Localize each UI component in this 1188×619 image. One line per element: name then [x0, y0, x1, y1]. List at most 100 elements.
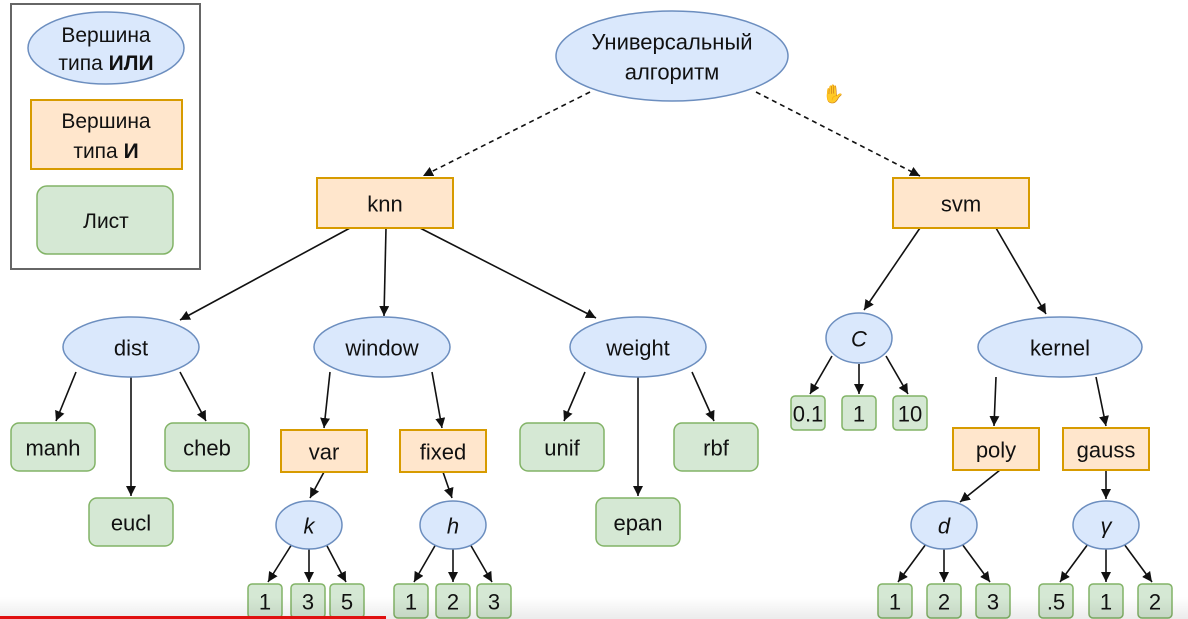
video-progress-bar[interactable]: [0, 616, 387, 619]
edge-30: [897, 543, 927, 583]
node-label-gamma: γ: [1101, 514, 1114, 539]
node-label-epan: epan: [614, 511, 663, 536]
node-label-unif: unif: [544, 436, 580, 461]
node-label-h2: 2: [447, 590, 459, 615]
node-c10: [892, 395, 928, 431]
node-window: [313, 316, 451, 378]
legend-and-node: [30, 99, 183, 170]
node-label-h: h: [447, 514, 459, 539]
node-c01: [790, 395, 826, 431]
edge-32: [961, 543, 991, 583]
node-d1: [877, 583, 913, 619]
node-k: [275, 500, 343, 550]
legend-or-node: [27, 11, 185, 85]
node-label-var: var: [309, 440, 340, 465]
node-d3: [975, 583, 1011, 619]
node-kernel: [977, 316, 1143, 378]
node-label-C: C: [851, 327, 867, 352]
node-g05: [1038, 583, 1074, 619]
node-gamma: [1072, 500, 1140, 550]
node-label-svm: svm: [941, 192, 981, 217]
edge-33: [1059, 543, 1089, 583]
node-label-kernel: kernel: [1030, 336, 1090, 361]
legend-and-line2: типа И: [73, 140, 138, 163]
edge-29: [469, 543, 493, 583]
node-label-weight: weight: [605, 336, 670, 361]
node-svm: [892, 177, 1030, 229]
node-label-g1: 1: [1100, 590, 1112, 615]
legend-or-line2a: типа: [58, 52, 108, 75]
node-label-gauss: gauss: [1077, 438, 1136, 463]
node-label-eucl: eucl: [111, 511, 151, 536]
node-label-rbf: rbf: [703, 436, 730, 461]
node-g2: [1137, 583, 1173, 619]
video-control-bar[interactable]: [0, 597, 1188, 619]
node-label-root-line1: Универсальный: [591, 30, 752, 55]
legend-or-line2: типа ИЛИ: [58, 52, 153, 75]
node-h1: [393, 583, 429, 619]
node-label-c01: 0.1: [793, 402, 824, 427]
node-label-k3: 3: [302, 590, 314, 615]
node-C: [825, 312, 893, 364]
node-label-d3: 3: [987, 590, 999, 615]
node-label-g05: .5: [1047, 590, 1065, 615]
node-label-c1: 1: [853, 402, 865, 427]
edge-19: [1095, 376, 1109, 427]
node-label-d1: 1: [889, 590, 901, 615]
node-rbf: [673, 422, 759, 472]
node-poly: [952, 427, 1040, 471]
node-label-manh: manh: [25, 436, 80, 461]
node-cheb: [164, 422, 250, 472]
node-d2: [926, 583, 962, 619]
legend-or-line2b: ИЛИ: [109, 52, 154, 75]
node-manh: [10, 422, 96, 472]
edge-14: [995, 227, 1047, 315]
edge-15: [809, 355, 833, 395]
legend-leaf-node: [36, 185, 174, 255]
legend-and-line2a: типа: [73, 140, 123, 163]
node-var: [280, 429, 368, 473]
node-label-h3: 3: [488, 590, 500, 615]
edge-3: [379, 227, 390, 317]
node-label-root-line2: алгоритм: [625, 60, 720, 85]
legend: Вершина типа ИЛИ Вершина типа И Лист: [10, 3, 201, 270]
edge-10: [563, 371, 586, 422]
edge-22: [959, 469, 1001, 503]
edge-18: [989, 376, 1000, 427]
legend-and-line2b: И: [124, 140, 139, 163]
edge-24: [267, 543, 293, 583]
node-label-knn: knn: [367, 192, 402, 217]
node-fixed: [399, 429, 487, 473]
node-g1: [1088, 583, 1124, 619]
edge-21: [442, 471, 454, 499]
node-knn: [316, 177, 454, 229]
node-label-fixed: fixed: [420, 440, 466, 465]
node-h3: [476, 583, 512, 619]
node-dist: [62, 316, 200, 378]
edge-27: [413, 543, 437, 583]
edge-8: [320, 371, 331, 429]
node-label-k5: 5: [341, 590, 353, 615]
edge-12: [691, 371, 715, 422]
node-label-dist: dist: [114, 336, 148, 361]
node-d: [910, 500, 978, 550]
legend-and-line1: Вершина: [61, 110, 151, 133]
node-epan: [595, 497, 681, 547]
node-c1: [841, 395, 877, 431]
node-label-d: d: [938, 514, 951, 539]
edge-9: [431, 371, 446, 429]
edge-4: [419, 227, 597, 319]
node-label-g2: 2: [1149, 590, 1161, 615]
node-label-c10: 10: [898, 402, 922, 427]
node-root: [555, 10, 789, 102]
edge-35: [1123, 543, 1153, 583]
node-label-window: window: [344, 336, 418, 361]
edge-7: [179, 371, 207, 422]
edge-0: [422, 91, 591, 177]
node-weight: [569, 316, 707, 378]
node-h2: [435, 583, 471, 619]
legend-or-line1: Вершина: [61, 24, 151, 47]
hand-cursor-icon: ✋: [822, 84, 845, 105]
node-label-d2: 2: [938, 590, 950, 615]
